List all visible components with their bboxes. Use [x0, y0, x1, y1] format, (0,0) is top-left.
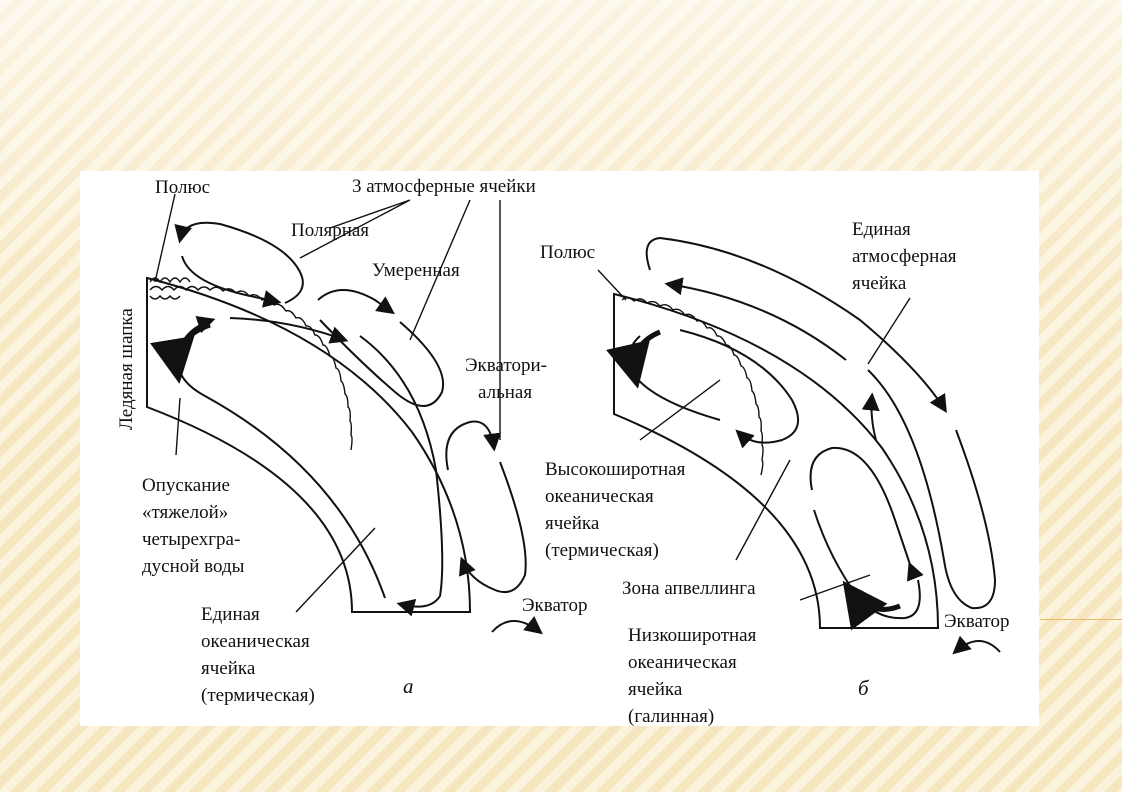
- equator-arrow-b: [952, 635, 1001, 655]
- polar-label: Полярная: [291, 220, 369, 241]
- high-lat-sinking-arrow: [606, 329, 662, 389]
- polar-cell-a: [174, 221, 304, 304]
- ocean-cell-label-2: океаническая: [201, 631, 310, 652]
- high-lat-label-2: океаническая: [545, 486, 654, 507]
- high-lat-label-4: (термическая): [545, 540, 659, 561]
- high-lat-label-3: ячейка: [545, 513, 600, 534]
- sinking-label-1: Опускание: [142, 475, 230, 496]
- atm-cell-label-3: ячейка: [852, 273, 907, 294]
- temperate-label: Умеренная: [372, 260, 460, 281]
- diagram-letter-a: а: [403, 674, 414, 698]
- temperate-cell-a: [317, 289, 395, 315]
- diagram-panel: [80, 171, 1039, 726]
- sinking-label-3: четырехгра-: [142, 529, 240, 550]
- equatorial-cell-a: [445, 420, 502, 471]
- pole-label-a: Полюс: [155, 177, 210, 198]
- equatorial-label-2: альная: [478, 382, 532, 403]
- sea-surface-b: [621, 297, 764, 476]
- high-lat-cell-b: [679, 329, 800, 449]
- ocean-cell-label-4: (термическая): [201, 685, 315, 706]
- equator-arrow-a: [491, 616, 543, 635]
- ocean-section-b: [613, 292, 940, 629]
- low-lat-label-4: (галинная): [628, 706, 714, 727]
- accent-line: [1040, 619, 1122, 620]
- diagram-b: [597, 236, 1001, 655]
- atmospheric-cell-b: [645, 236, 947, 414]
- low-lat-label-1: Низкоширотная: [628, 625, 757, 646]
- high-lat-label-1: Высокоширотная: [545, 459, 686, 480]
- low-lat-cell-b: [809, 446, 924, 582]
- diagram-letter-b: б: [858, 676, 870, 700]
- equator-label-a: Экватор: [522, 595, 588, 616]
- low-lat-bottom-arrow: [842, 580, 901, 631]
- upwelling-arrow: [861, 392, 880, 441]
- atm-cell-label-1: Единая: [852, 219, 911, 240]
- ice-cap-a: [149, 277, 191, 300]
- sinking-label-4: дусной воды: [142, 556, 245, 577]
- ocean-cell-label-3: ячейка: [201, 658, 256, 679]
- three-cells-label: 3 атмосферные ячейки: [352, 176, 536, 197]
- sinking-label-2: «тяжелой»: [142, 502, 228, 523]
- ice-cap-label: Ледяная шапка: [116, 308, 137, 430]
- low-lat-label-3: ячейка: [628, 679, 683, 700]
- sea-surface-a: [149, 285, 353, 451]
- pole-label-b: Полюс: [540, 242, 595, 263]
- ocean-cell-a: [359, 335, 444, 617]
- equator-label-b: Экватор: [944, 611, 1010, 632]
- ocean-cell-label-1: Единая: [201, 604, 260, 625]
- ocean-section-a: [146, 276, 472, 613]
- atm-cell-label-2: атмосферная: [852, 246, 957, 267]
- equatorial-label-1: Экватори-: [465, 355, 547, 376]
- low-lat-label-2: океаническая: [628, 652, 737, 673]
- upwelling-label: Зона апвеллинга: [622, 578, 756, 599]
- sinking-arrow-a: [150, 322, 211, 384]
- diagram-a: [146, 193, 543, 635]
